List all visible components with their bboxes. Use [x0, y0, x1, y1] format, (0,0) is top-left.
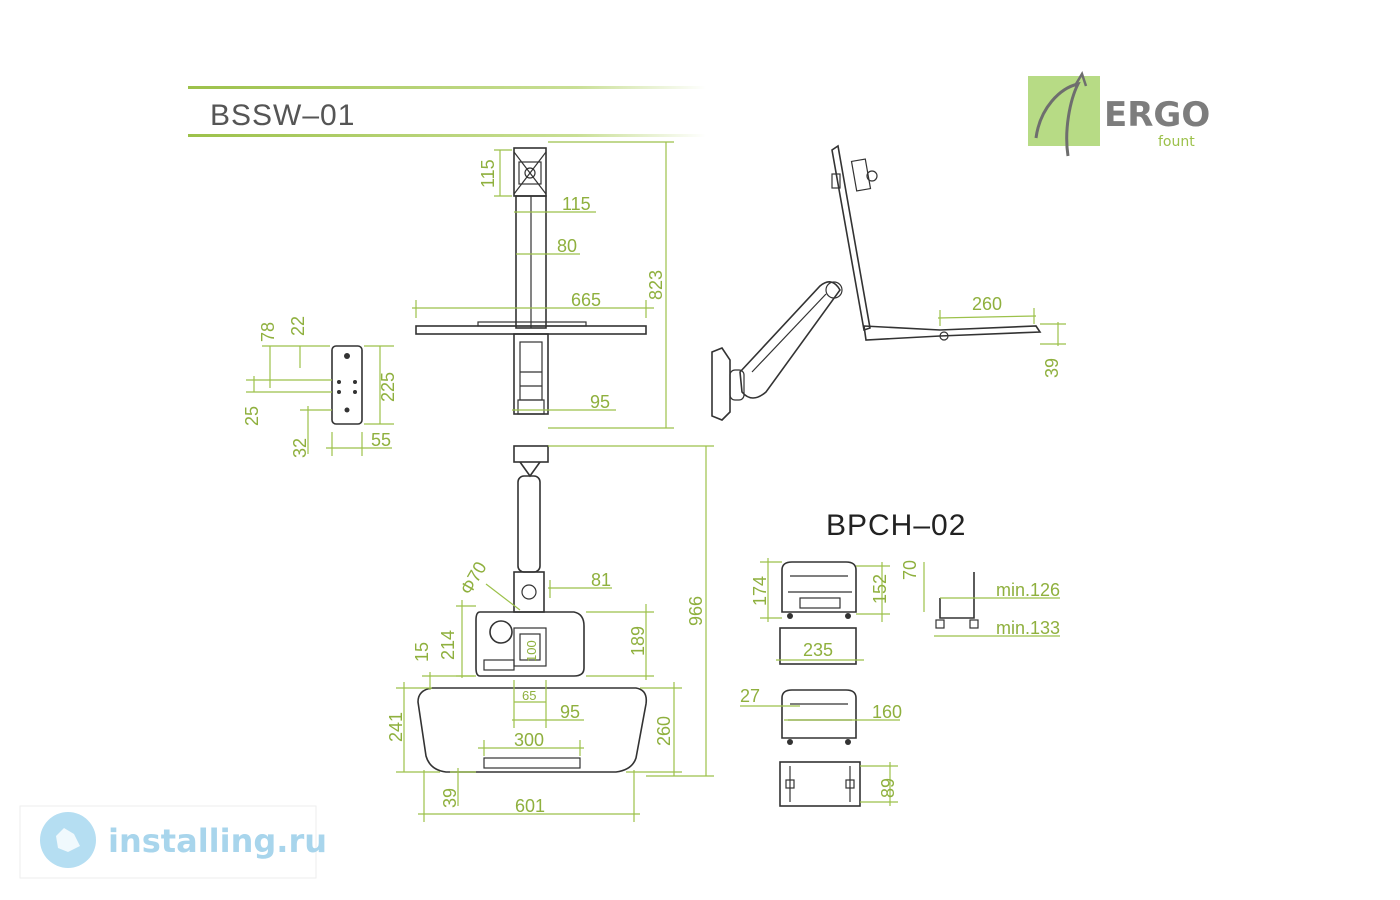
dim-bracket-78: 78 — [258, 322, 278, 342]
dim-top-601: 601 — [515, 796, 545, 816]
front-view: 115 115 80 665 823 95 — [412, 141, 674, 429]
dim-top-95: 95 — [560, 702, 580, 722]
dim-top-189: 189 — [628, 626, 648, 656]
dim-vesa-height: 115 — [478, 159, 498, 188]
dim-bracket-22: 22 — [288, 316, 308, 336]
top-view: Φ70 81 214 15 100 189 65 95 966 241 — [386, 445, 714, 822]
dim-top-966: 966 — [686, 596, 706, 626]
top-cup-hole — [489, 620, 513, 644]
dim-holder-152: 152 — [870, 574, 890, 604]
page-title: BSSW–01 — [210, 99, 355, 132]
watermark-text: installing.ru — [108, 822, 327, 860]
holder-front — [781, 561, 857, 613]
holder-bottom — [779, 761, 861, 807]
dim-holder-235: 235 — [803, 640, 833, 660]
side-view: 260 39 — [711, 144, 1066, 421]
top-joint — [513, 571, 545, 613]
dim-top-81: 81 — [591, 570, 611, 590]
wall-bracket — [331, 345, 363, 425]
dim-top-39: 39 — [440, 788, 460, 808]
logo-subtext: fount — [1158, 134, 1195, 150]
dim-bracket-32: 32 — [290, 438, 310, 458]
dim-pole-width: 80 — [557, 236, 577, 256]
side-tray — [863, 325, 1042, 341]
dim-top-100: 100 — [524, 640, 539, 662]
dim-bracket-55: 55 — [371, 430, 391, 450]
holder-side-profile — [939, 572, 975, 619]
dim-holder-174: 174 — [750, 576, 770, 606]
top-wall-mount — [513, 445, 549, 463]
header-bottom-bar — [188, 134, 706, 137]
dim-top-65: 65 — [522, 688, 536, 703]
dim-side-260: 260 — [972, 294, 1002, 314]
logo-text: ERGO — [1104, 95, 1210, 135]
dim-top-300: 300 — [514, 730, 544, 750]
dim-top-phi: Φ70 — [456, 558, 491, 598]
dim-vesa-width: 115 — [562, 194, 591, 214]
logo-swoosh-icon — [1034, 81, 1081, 157]
dim-bracket-225: 225 — [378, 372, 398, 402]
dim-base-width: 95 — [590, 392, 610, 412]
header: BSSW–01 — [188, 86, 706, 137]
dim-top-15: 15 — [412, 642, 432, 662]
pc-holder-section: BPCH–02 174 152 70 min.126 min.133 235 — [740, 509, 1060, 807]
watermark: installing.ru — [19, 805, 327, 879]
dim-total-height: 823 — [646, 270, 666, 300]
wall-bracket-view: 78 22 25 225 32 55 — [242, 316, 398, 458]
holder-rear — [781, 689, 857, 739]
dim-holder-min126: min.126 — [996, 580, 1060, 600]
top-keyboard-tray — [417, 687, 648, 773]
dim-top-241: 241 — [386, 712, 406, 742]
dim-holder-70: 70 — [900, 560, 920, 580]
lower-column — [513, 333, 549, 415]
holder-title: BPCH–02 — [826, 509, 966, 542]
dim-bracket-25: 25 — [242, 406, 262, 426]
dim-top-260: 260 — [654, 716, 674, 746]
dim-holder-27: 27 — [740, 686, 760, 706]
dim-top-214: 214 — [438, 630, 458, 660]
logo-square-icon — [1028, 76, 1100, 146]
top-tray — [475, 611, 585, 677]
dim-holder-min133: min.133 — [996, 618, 1060, 638]
ergo-logo: ERGO fount — [1028, 71, 1210, 157]
top-arm — [517, 475, 541, 573]
holder-plan — [779, 627, 857, 665]
side-gas-arm — [739, 281, 841, 399]
dim-tray-width: 665 — [571, 290, 601, 310]
dim-holder-89: 89 — [878, 778, 898, 798]
header-top-bar — [188, 86, 706, 89]
side-wall-plate — [711, 347, 731, 421]
dim-side-39: 39 — [1042, 358, 1062, 378]
dim-holder-160: 160 — [872, 702, 902, 722]
